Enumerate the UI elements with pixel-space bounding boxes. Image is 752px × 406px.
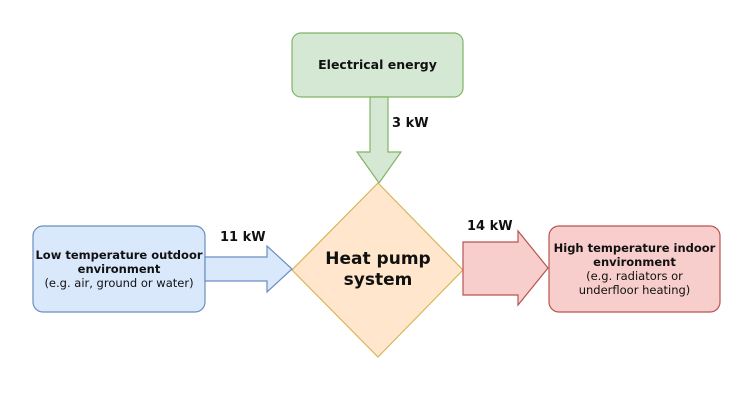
indoor-flow-label: 14 kW xyxy=(467,219,513,234)
indoor-subtitle-line2: underfloor heating) xyxy=(578,283,691,298)
outdoor-environment-label: Low temperature outdoor environment (e.g… xyxy=(33,226,205,312)
indoor-environment-label: High temperature indoor environment (e.g… xyxy=(549,226,720,312)
outdoor-subtitle: (e.g. air, ground or water) xyxy=(44,276,194,290)
outdoor-title-line2: environment xyxy=(77,261,161,276)
indoor-title-line2: environment xyxy=(593,254,676,269)
heat-pump-diamond xyxy=(291,182,464,358)
electrical-flow-label: 3 kW xyxy=(392,116,429,131)
heat-pump-title-line2: system xyxy=(343,270,413,290)
outdoor-title-line1: Low temperature outdoor xyxy=(35,247,203,262)
electrical-energy-title: Electrical energy xyxy=(318,57,437,73)
electrical-energy-label: Electrical energy xyxy=(292,33,463,97)
electrical-flow-arrow xyxy=(355,96,403,185)
heat-pump-title-line1: Heat pump xyxy=(325,249,431,270)
outdoor-flow-arrow xyxy=(204,244,293,294)
indoor-subtitle-line1: (e.g. radiators or xyxy=(586,269,683,283)
outdoor-flow-label: 11 kW xyxy=(220,230,266,245)
indoor-flow-arrow xyxy=(462,229,549,307)
indoor-title-line1: High temperature indoor xyxy=(553,240,716,255)
heat-pump-label: Heat pump system xyxy=(300,240,456,300)
indoor-environment-box xyxy=(548,225,721,313)
